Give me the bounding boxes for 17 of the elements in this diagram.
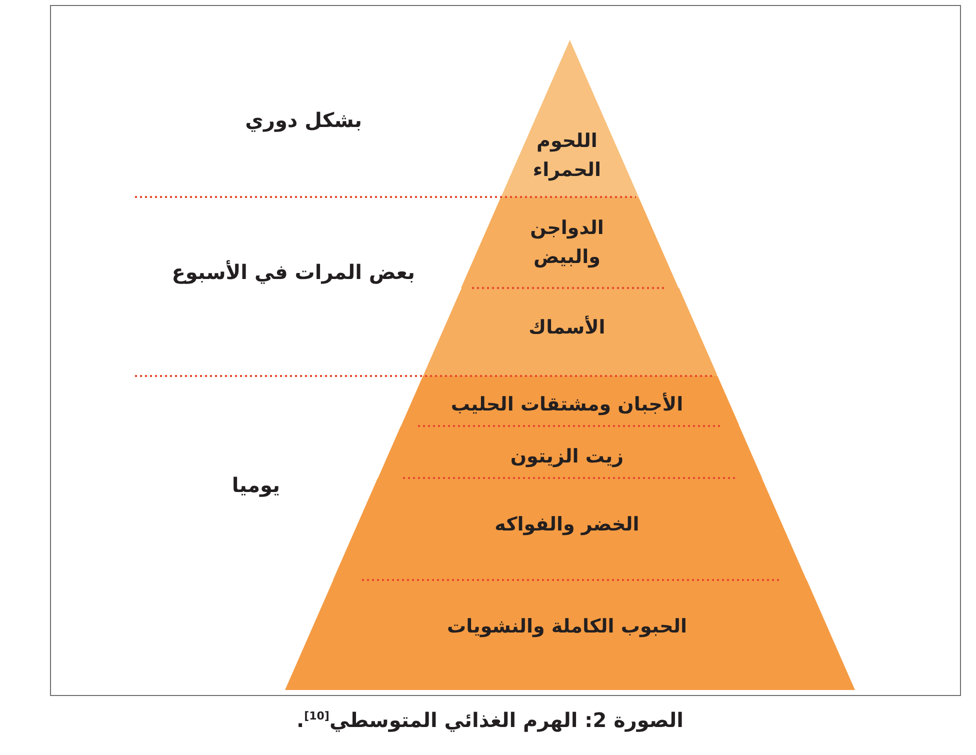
tier-label: الدواجن والبيض	[529, 216, 605, 270]
tier-label: الخضر والفواكه	[494, 512, 640, 538]
tier-label: الأسماك	[528, 314, 606, 340]
frequency-label: بشكل دوري	[245, 107, 362, 134]
pyramid-tier	[333, 478, 807, 580]
tier-label: زيت الزيتون	[510, 444, 624, 470]
tier-label: الحبوب الكاملة والنشويات	[446, 614, 688, 640]
frequency-label: بعض المرات في الأسبوع	[172, 259, 415, 286]
pyramid-tier	[422, 288, 718, 376]
pyramid-tier	[461, 197, 679, 288]
pyramid-tier	[378, 426, 762, 478]
pyramid-tier	[400, 376, 740, 426]
pyramid-tier	[285, 580, 855, 690]
pyramid-tier	[501, 40, 639, 197]
tier-label: الأجبان ومشتقات الحليب	[450, 392, 684, 418]
frequency-label: يوميا	[232, 472, 280, 499]
tier-label: اللحوم الحمراء	[532, 129, 602, 183]
